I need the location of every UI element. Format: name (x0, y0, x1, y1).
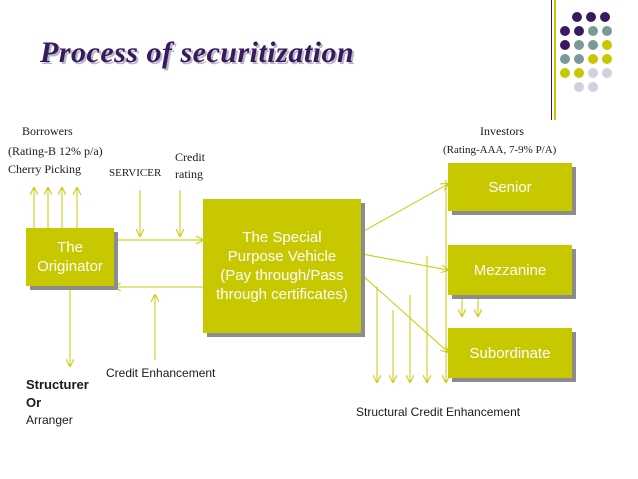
borrowers-rating: (Rating-B 12% p/a) (8, 144, 103, 158)
arrow-spv-to-subordinate (361, 274, 448, 352)
tranche-subordinate-box: Subordinate (448, 328, 572, 378)
dot (572, 12, 582, 22)
dot (588, 68, 598, 78)
arranger-label: Arranger (26, 413, 73, 427)
originator-box: The Originator (26, 228, 114, 286)
divider-vertical-purple (551, 0, 552, 120)
dot (586, 12, 596, 22)
structurer-label: Structurer Or (26, 376, 89, 412)
spv-label-line4: through certificates) (216, 286, 348, 303)
tranche-mezzanine-box: Mezzanine (448, 245, 572, 295)
dot (602, 40, 612, 50)
structurer-line2: Or (26, 395, 42, 410)
credit-rating-line1: Credit (175, 150, 205, 164)
dot (574, 40, 584, 50)
dot (600, 12, 610, 22)
dot (588, 40, 598, 50)
servicer-label: SERVICER (109, 167, 162, 179)
investors-heading: Investors (480, 124, 524, 138)
spv-box: The Special Purpose Vehicle (Pay through… (203, 199, 361, 333)
tranche-senior-box: Senior (448, 163, 572, 211)
spv-label-line2: Purpose Vehicle (227, 248, 337, 265)
investors-rating: (Rating-AAA, 7-9% P/A) (443, 144, 557, 156)
spv-label-line3: (Pay through/Pass (220, 267, 344, 284)
decorative-dot-grid (560, 8, 638, 108)
dot (560, 54, 570, 64)
dot (560, 26, 570, 36)
cherry-picking-label: Cherry Picking (8, 162, 81, 176)
page-title: Process of securitization (40, 36, 355, 69)
spv-label-line1: The Special (242, 229, 322, 246)
originator-label-line2: Originator (37, 258, 103, 275)
dot (602, 68, 612, 78)
tranche-mezzanine-label: Mezzanine (473, 261, 547, 279)
structurer-line1: Structurer (26, 377, 89, 392)
structural-credit-enhancement-label: Structural Credit Enhancement (356, 405, 521, 419)
dot (574, 82, 584, 92)
dot (602, 26, 612, 36)
tranche-senior-label: Senior (488, 178, 532, 196)
dot (574, 68, 584, 78)
dot (588, 54, 598, 64)
dot (588, 26, 598, 36)
divider-vertical-olive (554, 0, 556, 120)
arrow-spv-to-mezzanine (361, 253, 448, 270)
dot (574, 54, 584, 64)
credit-rating-line2: rating (175, 167, 203, 181)
dot (574, 26, 584, 36)
arrow-spv-to-senior (361, 184, 448, 233)
dot (602, 54, 612, 64)
dot (588, 82, 598, 92)
credit-enhancement-label: Credit Enhancement (106, 366, 216, 380)
borrowers-heading: Borrowers (22, 124, 73, 138)
originator-label-line1: The (57, 239, 83, 256)
dot (560, 68, 570, 78)
dot (560, 40, 570, 50)
tranche-subordinate-label: Subordinate (469, 344, 551, 362)
